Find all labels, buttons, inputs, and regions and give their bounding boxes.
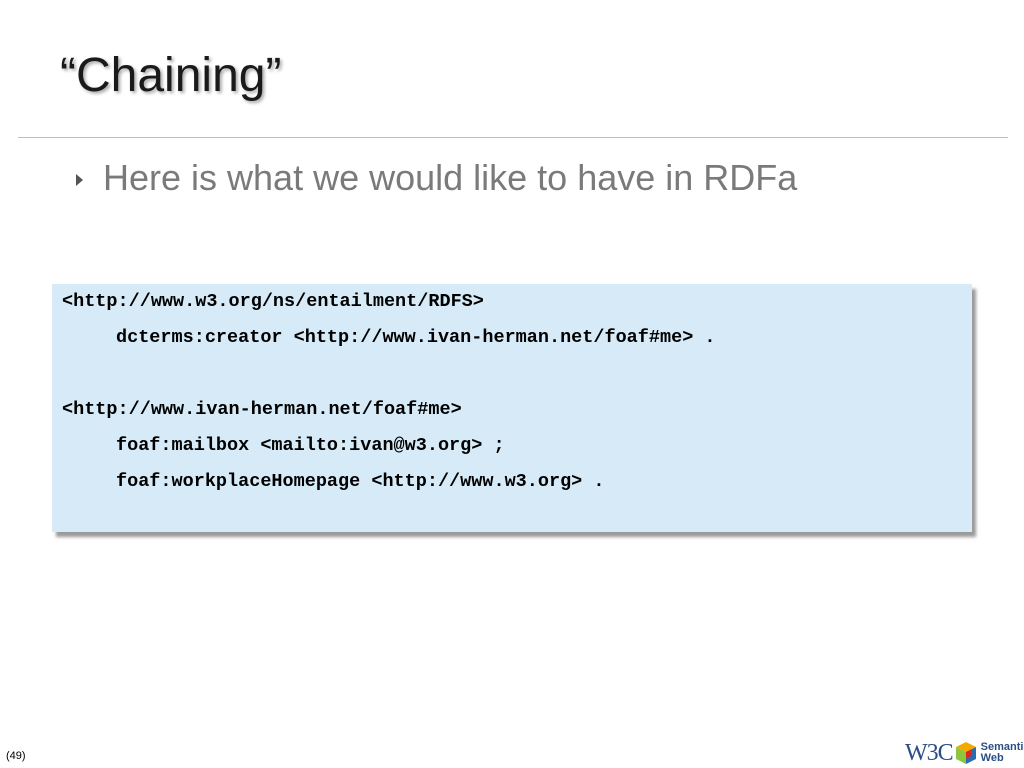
title-divider: [18, 137, 1008, 138]
code-line: dcterms:creator <http://www.ivan-herman.…: [116, 327, 716, 348]
slide-title: “Chaining”: [60, 49, 282, 102]
w3c-logo-text: W3C: [905, 740, 954, 766]
logo-line-1: Semantic: [980, 741, 1024, 753]
logo-line-2: Web: [980, 752, 1004, 764]
triangle-right-icon: [76, 173, 83, 186]
code-line: foaf:mailbox <mailto:ivan@w3.org> ;: [116, 435, 505, 456]
code-line: foaf:workplaceHomepage <http://www.w3.or…: [116, 471, 605, 492]
code-line: <http://www.ivan-herman.net/foaf#me>: [62, 399, 462, 420]
bullet-text: Here is what we would like to have in RD…: [103, 157, 798, 198]
code-line-blank: [52, 363, 972, 399]
page-number: (49): [6, 750, 26, 762]
bullet-item: Here is what we would like to have in RD…: [76, 157, 797, 199]
semantic-web-logo: W3C Semantic Web: [905, 738, 1024, 768]
semantic-web-label: Semantic Web: [981, 742, 1024, 764]
semantic-web-cube-icon: [955, 742, 976, 764]
code-line: <http://www.w3.org/ns/entailment/RDFS>: [62, 291, 484, 312]
code-block: <http://www.w3.org/ns/entailment/RDFS> d…: [52, 284, 972, 532]
